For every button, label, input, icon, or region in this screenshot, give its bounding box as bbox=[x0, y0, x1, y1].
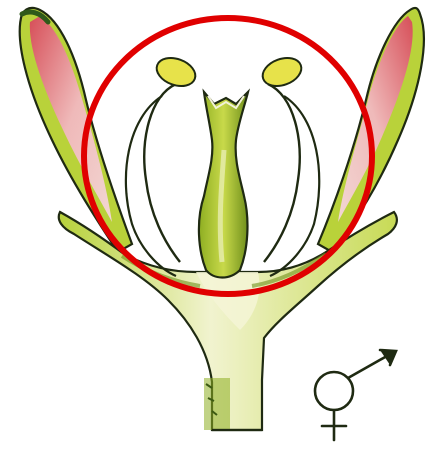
anthers bbox=[153, 53, 305, 91]
pistil bbox=[199, 92, 248, 278]
right-anther bbox=[259, 53, 305, 91]
left-sepal bbox=[20, 8, 132, 252]
hermaphrodite-symbol bbox=[315, 350, 396, 440]
left-stamen-filament bbox=[144, 84, 180, 262]
left-outer-filament bbox=[126, 96, 176, 276]
right-stamen-filament bbox=[264, 84, 300, 262]
left-anther bbox=[153, 53, 199, 91]
